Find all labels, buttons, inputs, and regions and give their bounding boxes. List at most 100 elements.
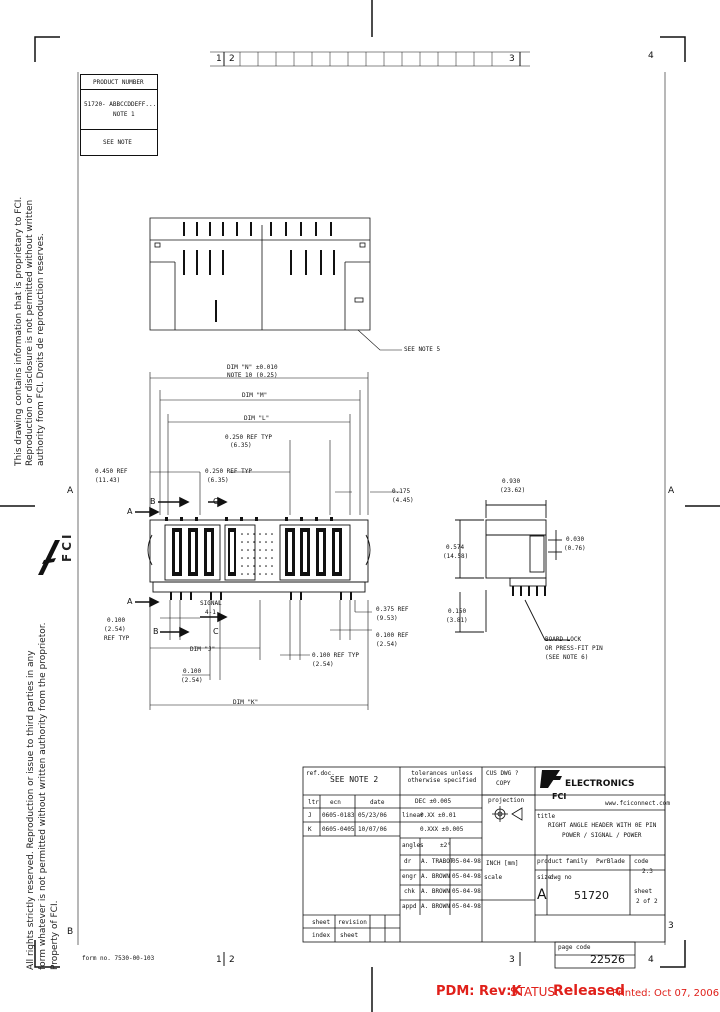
dr-date: 05-04-98 (452, 858, 481, 865)
dim-0100-mm: (2.54) (104, 626, 126, 633)
title-label: title (537, 813, 556, 820)
dim-0175-mm: (4.45) (392, 497, 414, 504)
ref-0250-mm: (6.35) (230, 442, 252, 449)
section-c-top: C (213, 497, 219, 506)
printed-date: Printed: Oct 07, 2006 (612, 988, 720, 999)
dr-name: A. TRABOT (421, 858, 454, 865)
cust-dwg: CUS DWG ? (486, 770, 519, 777)
tolerance-linear-label: linear (402, 812, 424, 819)
ref-0450: 0.450 REF (95, 468, 128, 475)
page-code-value: 22526 (590, 953, 625, 966)
ref-0250b-mm: (6.35) (207, 477, 229, 484)
copy-label: COPY (496, 780, 511, 787)
engr-label: engr (402, 873, 417, 880)
tolerance-linear-1: 0.XX ±0.01 (420, 812, 457, 819)
dim-0175: 0.175 (392, 488, 411, 495)
dim-0574-mm: (14.58) (443, 553, 469, 560)
appd-date: 05-04-98 (452, 903, 481, 910)
rev-ecn-header: ecn (330, 799, 341, 806)
right-notice-line-2: Reproduction or disclosure is not permit… (25, 199, 35, 466)
left-notice-line-1: All rights strictly reserved. Reproducti… (26, 650, 36, 970)
product-see-note: SEE NOTE (103, 139, 132, 146)
right-notice-line-1: This drawing contains information that i… (14, 196, 24, 466)
chk-date: 05-04-98 (452, 888, 481, 895)
section-b-top: B (150, 497, 156, 506)
dim-0100b-mm: (2.54) (376, 641, 398, 648)
dwg-no-value: 51720 (574, 889, 609, 902)
title-line-2: POWER / SIGNAL / POWER (562, 832, 642, 839)
section-c-bottom: C (213, 627, 219, 636)
product-number-table: PRODUCT NUMBER 51720- ABBCCDDEFF... NOTE… (80, 74, 158, 156)
dim-j: DIM "J" (190, 646, 216, 653)
dim-0100c: 0.100 (183, 668, 202, 675)
zone-col-2: 2 (229, 54, 235, 64)
dim-n: DIM "N" ±0.010 (227, 364, 278, 371)
sheet-label: sheet (634, 888, 653, 895)
company-name: ELECTRONICS (565, 779, 635, 789)
ref-0450-mm: (11.43) (95, 477, 121, 484)
zone-col-3-bottom: 3 (509, 955, 515, 965)
dr-label: dr (404, 858, 412, 865)
dim-m: DIM "M" (242, 392, 268, 399)
signal-label: SIGNAL (200, 600, 222, 607)
revision-col-header: revision (338, 919, 367, 926)
zone-col-2-bottom: 2 (229, 955, 235, 965)
dim-0100d-mm: (2.54) (312, 661, 334, 668)
tolerance-linear-2: 0.XXX ±0.005 (420, 826, 464, 833)
ref-0250b: 0.250 REF TYP (205, 468, 252, 475)
appd-label: appd (402, 903, 417, 910)
index-col-header: index (312, 932, 331, 939)
left-notice-line-3: Property of FCI. (50, 900, 60, 970)
dim-0100d: 0.100 REF TYP (312, 652, 359, 659)
section-a-bottom: A (127, 597, 133, 606)
section-b-bottom: B (153, 627, 159, 636)
ref-doc-see-note: SEE NOTE 2 (330, 775, 379, 784)
zone-col-4-bottom: 4 (648, 955, 654, 965)
units-label: INCH [mm] (486, 860, 519, 867)
zone-col-4: 4 (648, 51, 654, 61)
fci-logo: FCI (552, 792, 567, 801)
form-number: form no. 7530-00-103 (82, 955, 155, 962)
dim-0375: 0.375 REF (376, 606, 409, 613)
code-value: 2.3 (642, 868, 653, 875)
tolerance-angles: ±2° (440, 842, 451, 849)
dim-0100b: 0.100 REF (376, 632, 409, 639)
rev-ltr-header: ltr (308, 799, 319, 806)
dim-0030: 0.030 (566, 536, 585, 543)
rev-row-ecn: 0605-0405 (322, 826, 355, 833)
dwg-no-label: dwg no (550, 874, 572, 881)
rev-row-ltr: J (308, 812, 312, 819)
dim-0100c-mm: (2.54) (181, 677, 203, 684)
product-number-value: 51720- ABBCCDDEFF... (84, 101, 157, 108)
zone-col-1: 1 (216, 54, 222, 64)
rev-row-ltr: K (308, 826, 312, 833)
status-label: STATUS: (510, 985, 560, 999)
dim-0930-mm: (23.62) (500, 487, 526, 494)
left-notice-line-2: form whatever is not permitted without w… (38, 622, 48, 970)
board-lock: BOARD LOCK (545, 636, 582, 643)
zone-col-3: 3 (509, 54, 515, 64)
ref-doc-label: ref.doc. (306, 770, 335, 777)
right-notice-line-3: authority from FCI. Droits de reproducti… (36, 233, 46, 466)
rev-row-ecn: 0605-0183 (322, 812, 355, 819)
side-fci-logo: FCI (60, 531, 74, 562)
projection-label: projection (488, 797, 525, 804)
dim-0100: 0.100 (107, 617, 126, 624)
rev-row-date: 10/07/06 (358, 826, 387, 833)
website: www.fciconnect.com (605, 800, 671, 807)
zone-row-a-left: A (67, 486, 74, 496)
code-label: code (634, 858, 649, 865)
engr-name: A. BROWN (421, 873, 450, 880)
sheet-value: 2 of 2 (636, 898, 658, 905)
dim-l: DIM "L" (244, 415, 270, 422)
dim-0930: 0.930 (502, 478, 521, 485)
product-family: PwrBlade (596, 858, 625, 865)
dim-k: DIM "K" (233, 699, 259, 706)
see-note-5: SEE NOTE 5 (404, 346, 441, 353)
status-value: Released (553, 983, 625, 999)
section-a-top: A (127, 507, 133, 516)
chk-label: chk (404, 888, 415, 895)
size-label: size (537, 874, 552, 881)
signal-sub: 4-1 (205, 609, 216, 616)
